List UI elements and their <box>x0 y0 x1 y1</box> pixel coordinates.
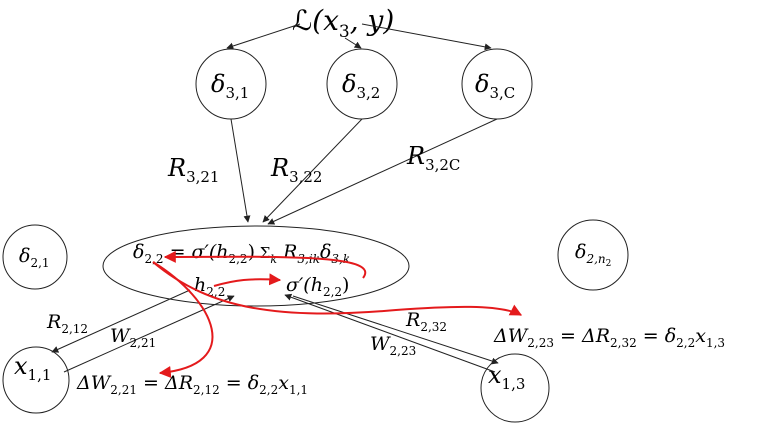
node-delta-2-1-label: δ2,1 <box>19 245 50 270</box>
update-eq-W221: ΔW2,21 = ΔR2,12 = δ2,2x1,1 <box>76 372 308 397</box>
node-delta-3-2-label: δ3,2 <box>342 70 380 102</box>
edge-W2-23 <box>284 293 496 373</box>
node-x-1-3 <box>480 353 550 423</box>
node-delta-2-n2 <box>557 219 629 291</box>
edge-R3-22 <box>262 118 363 223</box>
red-arrow-to-dW223 <box>152 261 523 316</box>
node-delta-3-C-label: δ3,C <box>475 70 515 102</box>
sigma-prime-label: σ′(h2,2) <box>286 274 349 299</box>
node-delta-2-2 <box>102 225 410 307</box>
edge-R3-21 <box>230 118 251 223</box>
weight-R2-12-label: R2,12 <box>46 311 88 336</box>
red-arrow-sigma-to-delta <box>163 250 367 279</box>
update-eq-W223: ΔW2,23 = ΔR2,32 = δ2,2x1,3 <box>493 325 725 350</box>
edge-R3-2C <box>267 118 498 225</box>
weight-R2-32-label: R2,32 <box>405 309 447 334</box>
edge-W2-21 <box>63 295 235 373</box>
edge-loss-delta3C <box>361 23 492 51</box>
edge-loss-delta31 <box>226 23 301 50</box>
weight-R3-21-label: R3,21 <box>167 154 219 186</box>
node-delta-2-1 <box>2 224 68 290</box>
node-delta-3-1-label: δ3,1 <box>211 70 249 102</box>
weight-R3-22-label: R3,22 <box>270 154 322 186</box>
red-arrow-h-to-sigma <box>213 273 282 287</box>
node-x-1-1-label: x1,1 <box>14 352 51 384</box>
edge-loss-delta32 <box>344 37 362 49</box>
edge-R2-12 <box>51 289 191 353</box>
node-delta-2-n2-label: δ2,n2 <box>575 241 611 269</box>
weight-W2-23-label: W2,23 <box>370 333 416 358</box>
edge-R2-32 <box>292 295 499 365</box>
loss-label: ℒ(x3, y) <box>292 4 394 42</box>
node-x-1-1 <box>2 346 70 414</box>
weight-R3-2C-label: R3,2C <box>406 142 460 174</box>
weight-W2-21-label: W2,21 <box>110 325 156 350</box>
node-x-1-3-label: x1,3 <box>488 361 525 393</box>
